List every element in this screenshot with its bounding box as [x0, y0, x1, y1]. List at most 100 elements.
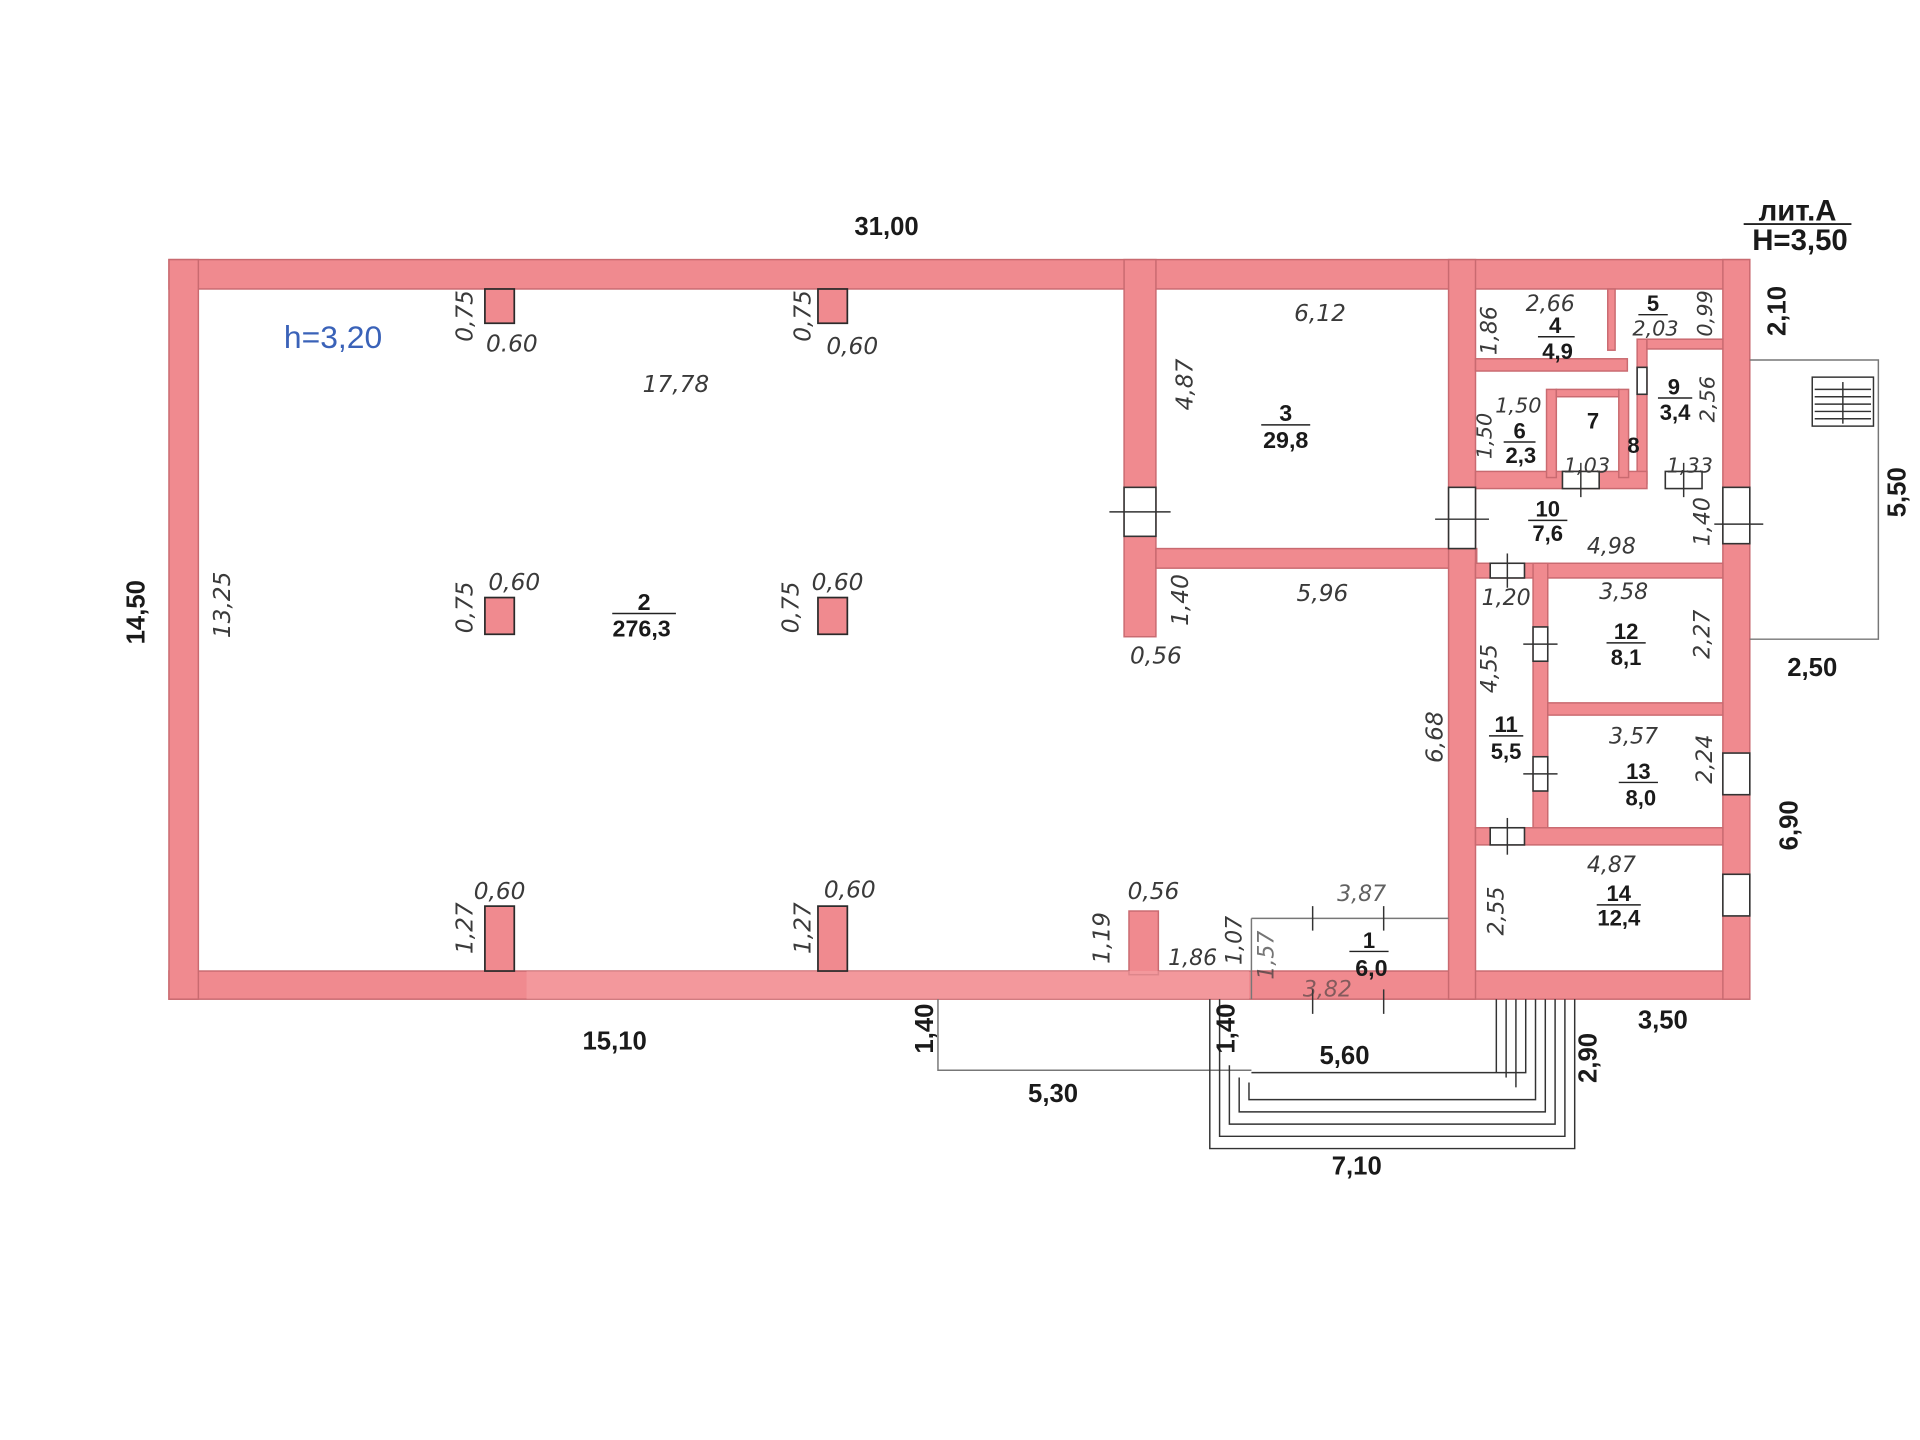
- dim-room5-width: 2,03: [1632, 317, 1678, 341]
- dim-column-depth: 1,27: [790, 902, 817, 954]
- room-area: 4,9: [1542, 339, 1573, 364]
- dim-column-width: 0,60: [474, 878, 526, 905]
- room-area: 8,0: [1625, 786, 1656, 811]
- room-area: 5,5: [1491, 739, 1522, 764]
- room-number: 5: [1647, 291, 1659, 316]
- dim-room11-height: 4,55: [1477, 644, 1502, 693]
- dim-room1-height-b: 1,57: [1254, 931, 1279, 980]
- dim-porch-left: 1,40: [911, 1004, 939, 1054]
- room-area: 7,6: [1532, 521, 1563, 546]
- room-number: 8: [1627, 433, 1639, 458]
- dim-right-bottom: 3,50: [1638, 1007, 1688, 1035]
- dim-room9-height: 2,56: [1695, 376, 1719, 422]
- dim-column-depth: 0,75: [452, 581, 479, 633]
- room-area: 2,3: [1505, 443, 1536, 468]
- dim-entry-width: 1,86: [1168, 946, 1217, 971]
- room-6-label: 6 2,3: [1503, 418, 1536, 468]
- dim-room10-width: 4,98: [1587, 534, 1636, 559]
- room-1-label: 1 6,0: [1349, 928, 1389, 981]
- dim-room5-height: 0,99: [1693, 290, 1717, 336]
- room-number: 4: [1549, 313, 1562, 338]
- room-area: 276,3: [613, 616, 671, 642]
- room-area: 12,4: [1597, 906, 1641, 931]
- dim-room1-width-top: 3,87: [1337, 882, 1386, 907]
- room-2-label: 2 276,3: [612, 589, 676, 642]
- dim-room13-width: 3,57: [1609, 724, 1658, 749]
- dim-column-width: 0,56: [1128, 878, 1180, 905]
- room-number: 13: [1626, 759, 1651, 784]
- dim-room11-width: 1,20: [1482, 586, 1531, 611]
- hall-ceiling-height: h=3,20: [284, 319, 382, 355]
- room-number: 2: [638, 589, 651, 615]
- room-3-label: 3 29,8: [1261, 400, 1311, 453]
- room-number: 14: [1607, 881, 1632, 906]
- dim-left-width: 14,50: [122, 580, 150, 644]
- dim-column-width: 0,60: [812, 569, 864, 596]
- dim-column-width: 0,60: [826, 333, 878, 360]
- room-4-label: 4 4,9: [1537, 313, 1575, 364]
- room-area: 6,0: [1355, 955, 1387, 981]
- dim-right-low: 6,90: [1776, 800, 1804, 850]
- dim-porch-width: 5,60: [1319, 1042, 1369, 1070]
- porch: [937, 999, 1576, 1150]
- dim-column-depth: 0,75: [452, 290, 479, 342]
- dim-room3-width: 6,12: [1294, 300, 1346, 327]
- entry-partition: [526, 910, 1449, 1000]
- dim-column-depth: 0,75: [790, 290, 817, 342]
- dim-right-mid: 2,50: [1787, 654, 1837, 682]
- dim-room12-height: 2,27: [1690, 610, 1715, 659]
- dim-bottom-left: 15,10: [583, 1027, 647, 1055]
- room-14-label: 14 12,4: [1596, 881, 1641, 931]
- dim-room9-width: 1,33: [1667, 454, 1713, 478]
- room-9-label: 9 3,4: [1657, 374, 1693, 425]
- dim-room4-height: 1,86: [1477, 306, 1502, 355]
- liter-label: лит.А: [1759, 194, 1837, 227]
- dim-room6-width: 1,50: [1495, 394, 1541, 418]
- room-13-label: 13 8,0: [1618, 759, 1658, 811]
- height-label: Н=3,50: [1752, 224, 1848, 257]
- room-labels: 1 6,0 2 276,3 3 29,8 4 4,9 5 6 2,3: [612, 291, 1693, 981]
- dim-corridor-height: 6,68: [1421, 711, 1448, 763]
- dim-room13-height: 2,24: [1693, 735, 1718, 784]
- room-number: 9: [1668, 374, 1680, 399]
- hall-columns: [484, 288, 849, 972]
- dim-wall-stub-width: 0,56: [1130, 643, 1182, 670]
- dim-porch-depth: 2,90: [1575, 1033, 1603, 1083]
- room-5-label: 5: [1638, 291, 1668, 316]
- exterior-walls: [168, 258, 1751, 1000]
- room-area: 8,1: [1611, 645, 1642, 670]
- room-11-label: 11 5,5: [1488, 712, 1524, 764]
- dim-column-width: 0.60: [486, 330, 538, 357]
- dim-room3-height: 4,87: [1172, 358, 1199, 410]
- room-8-label: 8: [1627, 433, 1639, 458]
- dim-hall-width: 17,78: [643, 371, 710, 398]
- dim-room1-height-a: 1,07: [1223, 916, 1248, 965]
- dim-hall-height: 13,25: [209, 572, 236, 639]
- dim-porch-offset: 5,30: [1028, 1080, 1078, 1108]
- side-stairs: [1749, 359, 1880, 640]
- door-openings: [1109, 366, 1764, 1014]
- outer-dimensions: 31,00 14,50 15,10 2,10 5,50 2,50 6,90 3,…: [122, 213, 1911, 1180]
- dim-porch-right: 1,40: [1212, 1004, 1240, 1054]
- dim-room14-width: 4,87: [1587, 853, 1636, 878]
- room-number: 7: [1587, 409, 1599, 434]
- dim-column-depth: 0,75: [777, 581, 804, 633]
- dim-wall-stub-height: 1,40: [1167, 574, 1194, 626]
- dim-column-width: 0,60: [824, 877, 876, 904]
- dim-room12-width: 3,58: [1599, 580, 1648, 605]
- inner-dimensions: 17,78 13,25 0,75 0.60 0,75 0,60 0,75 0,6…: [209, 290, 1719, 1003]
- dim-right-top: 2,10: [1763, 286, 1791, 336]
- room-area: 3,4: [1660, 400, 1691, 425]
- room-number: 11: [1494, 712, 1517, 737]
- dim-column-width: 0,60: [488, 569, 540, 596]
- room-area: 29,8: [1263, 427, 1308, 453]
- dim-top-length: 31,00: [854, 213, 918, 241]
- dim-porch-stairs: 7,10: [1332, 1152, 1382, 1180]
- room-number: 10: [1535, 497, 1560, 522]
- dim-column-depth: 1,27: [452, 902, 479, 954]
- dim-room4-width: 2,66: [1526, 292, 1575, 317]
- room-12-label: 12 8,1: [1606, 619, 1646, 670]
- room-7-label: 7: [1587, 409, 1599, 434]
- dim-room7-width: 1,03: [1564, 454, 1610, 478]
